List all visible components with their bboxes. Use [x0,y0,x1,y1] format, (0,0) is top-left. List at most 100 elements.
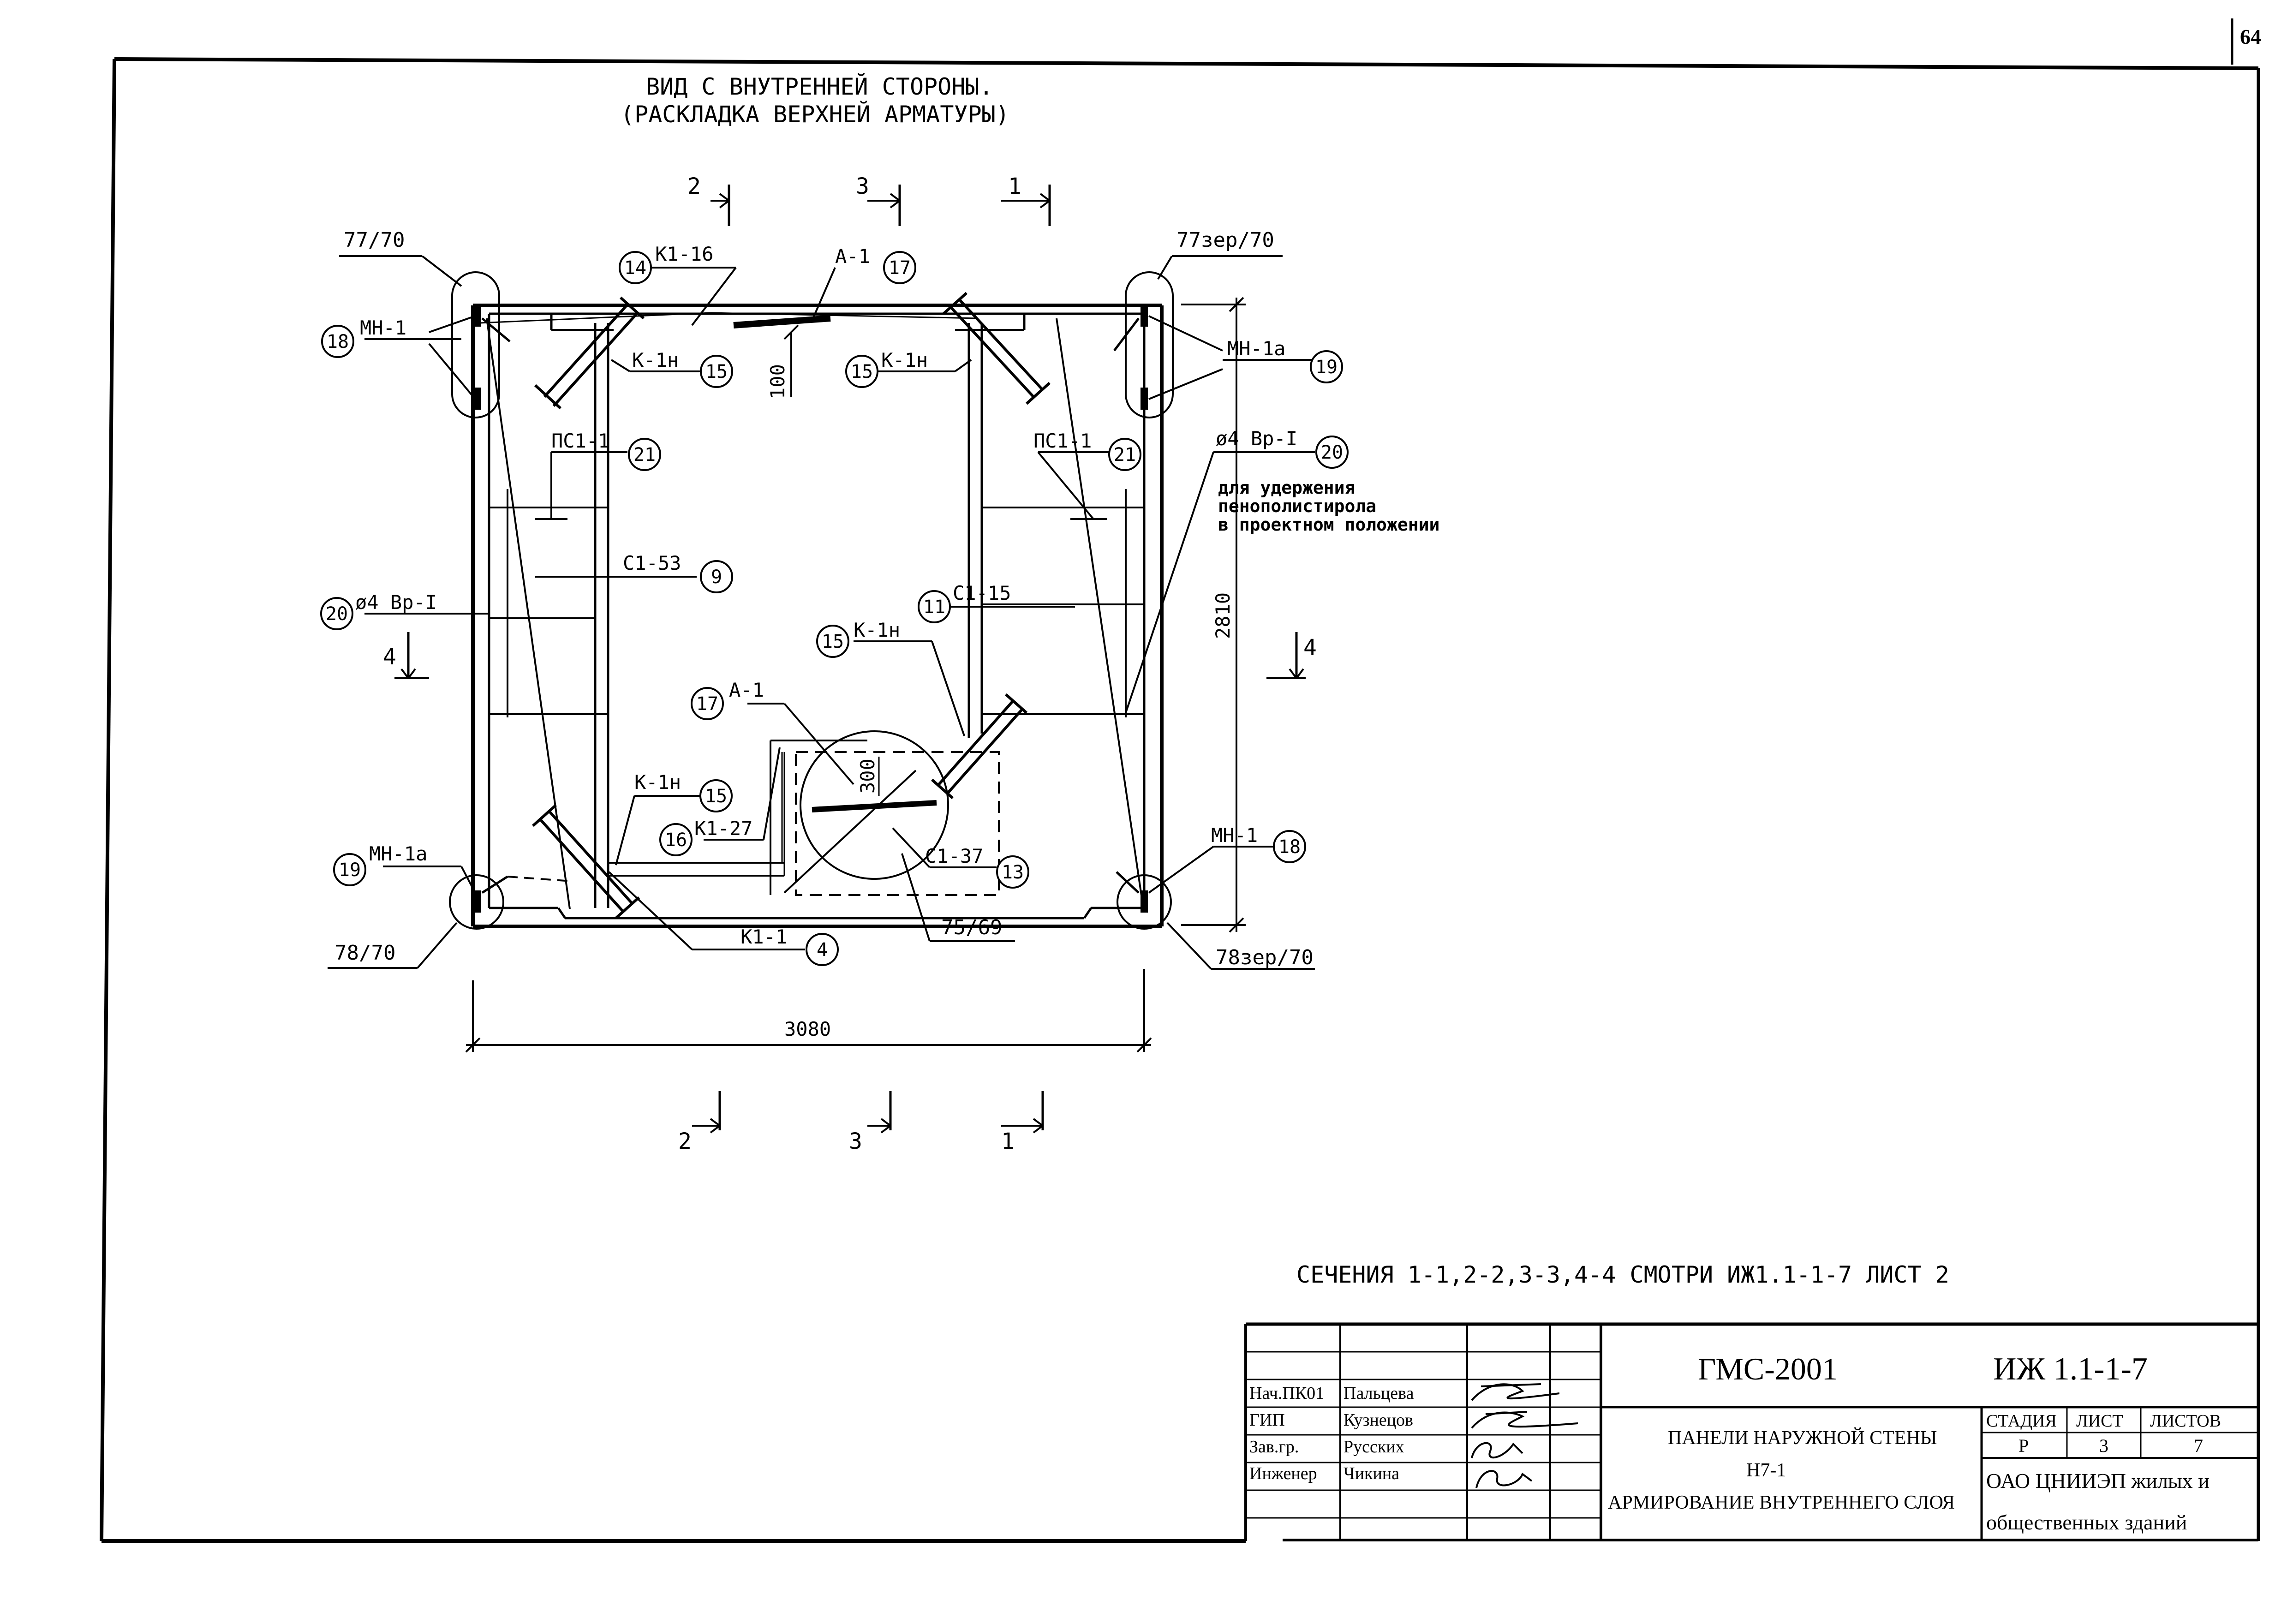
callout-num-c1-15: 11 [923,597,945,618]
corner-label-center: 75/69 [941,916,1002,939]
callout-num-mn1a-bottom-left: 19 [339,860,361,881]
title-name-line1: ПАНЕЛИ НАРУЖНОЙ СТЕНЫ [1668,1427,1937,1449]
section-bottom-1: 1 [1001,1128,1015,1154]
callout-label-c1-53: С1-53 [623,552,681,574]
section-top-2: 2 [687,173,701,199]
panel-outline [471,304,1164,928]
callout-label-ps1-left: ПС1-1 [551,430,609,452]
callout-num-mn1-top-left: 18 [327,331,349,352]
wire-note-line3: в проектном положении [1218,514,1439,535]
callout-num-c1-37: 13 [1002,862,1024,883]
callout-label-k1-16: К1-16 [655,243,713,265]
title-name-line2: Н7-1 [1746,1460,1786,1481]
org-line1: ОАО ЦНИИЭП жилых и [1986,1469,2209,1493]
sheet-value: 3 [2099,1435,2108,1456]
corner-embedded-parts [449,271,1174,930]
callout-label-c1-15: С1-15 [953,582,1011,604]
callout-num-k1n-top-right: 15 [851,361,873,382]
callout-label-c1-37: С1-37 [925,845,983,867]
callout-circles [320,251,1349,966]
dim-height: 2810 [1212,592,1234,639]
callout-label-k1n-top-right: К-1н [881,349,928,371]
sheets-header: ЛИСТОВ [2150,1411,2221,1431]
section-top-1: 1 [1008,173,1021,199]
callout-numbers: 14 17 15 15 18 19 21 21 20 20 9 11 15 17… [326,257,1343,961]
callout-label-a1-top: А-1 [835,245,870,268]
person-name: Чикина [1344,1464,1399,1483]
sheets-value: 7 [2194,1435,2203,1456]
person-role: ГИП [1249,1410,1285,1430]
callout-num-mn1-bottom-right: 18 [1278,836,1301,858]
callout-label-mn1-bottom-right: МН-1 [1211,824,1258,847]
callout-label-mn1a-bottom-left: МН-1а [369,842,427,865]
section-bottom-3: 3 [849,1128,862,1154]
section-side-left-4: 4 [383,644,396,670]
wire-note: для удержения пенополистирола в проектно… [1218,478,1439,535]
dim-opening-offset: 300 [856,758,879,794]
callout-labels: К1-16 А-1 К-1н К-1н МН-1 МН-1а ПС1-1 ПС1… [355,243,1297,948]
callout-label-ps1-right: ПС1-1 [1033,430,1092,452]
callout-num-c1-53: 9 [711,567,722,588]
stage-value: Р [2018,1435,2029,1456]
callout-label-k1n-bottom: К-1н [634,771,681,794]
person-role: Нач.ПК01 [1249,1384,1324,1403]
title-doc-code: ИЖ 1.1-1-7 [1993,1351,2148,1387]
diagonal-wires [479,312,1144,909]
section-bottom-2: 2 [678,1128,692,1154]
callout-num-ps1-left: 21 [633,444,656,466]
section-top-3: 3 [856,173,869,199]
callout-num-k1n-mid: 15 [822,631,844,652]
vertical-frames [507,323,1127,908]
sheet-frame [100,18,2260,1543]
signatures [1471,1383,1578,1488]
section-marks-top [711,185,1051,226]
page-number: 64 [2240,25,2261,48]
org-line2: общественных зданий [1986,1511,2187,1534]
corner-label-bottom-right: 78зер/70 [1216,946,1314,969]
callout-num-a1-mid: 17 [696,693,718,715]
corner-label-bottom-left: 78/70 [334,941,395,965]
corner-label-leaders [328,255,1315,970]
callout-num-a1-top: 17 [889,257,911,279]
callout-num-k1n-top-left: 15 [705,361,728,382]
callout-label-k1n-mid: К-1н [854,619,900,641]
section-marks-bottom [692,1091,1044,1134]
callout-label-k1-27: К1-27 [694,817,752,840]
callout-label-wire-right: ø4 Вр-I [1216,427,1297,450]
opening-area [770,730,1000,896]
callout-label-k1n-top-left: К-1н [632,349,679,371]
person-role: Инженер [1249,1464,1317,1483]
corner-label-top-left: 77/70 [344,228,405,252]
top-bar-a1 [733,315,831,328]
callout-label-a1-mid: А-1 [729,679,764,701]
callout-label-k1-1: К1-1 [740,925,787,948]
person-role: Зав.гр. [1249,1437,1299,1457]
callout-leaders [364,267,1315,950]
dim-top-offset: 100 [766,364,789,399]
person-name: Кузнецов [1344,1410,1413,1430]
dim-width: 3080 [784,1018,831,1040]
title-name-line3: АРМИРОВАНИЕ ВНУТРЕННЕГО СЛОЯ [1608,1492,1955,1513]
corner-label-top-right: 77зер/70 [1176,228,1274,252]
callout-num-k1-16: 14 [624,257,646,279]
callout-num-wire-right: 20 [1321,442,1343,463]
person-name: Русских [1344,1437,1404,1457]
callout-num-k1-27: 16 [665,830,687,851]
callout-num-wire-left: 20 [326,603,348,625]
callout-label-mn1-top-left: МН-1 [360,316,406,339]
drawing-title-line2: (РАСКЛАДКА ВЕРХНЕЙ АРМАТУРЫ) [621,101,1009,128]
stage-header: СТАДИЯ [1986,1411,2057,1431]
title-block [1244,1322,2258,1541]
section-note: СЕЧЕНИЯ 1-1,2-2,3-3,4-4 СМОТРИ ИЖ1.1-1-7… [1296,1261,1949,1288]
callout-num-mn1a-top-right: 19 [1315,357,1338,378]
diagonal-k1n-bars [531,292,1051,919]
callout-num-k1-1: 4 [817,939,828,961]
callout-num-ps1-right: 21 [1114,444,1136,466]
section-side-right-4: 4 [1303,635,1317,661]
callout-num-k1n-bottom: 15 [705,786,727,807]
drawing-title-line1: ВИД С ВНУТРЕННЕЙ СТОРОНЫ. [646,73,993,100]
person-name: Пальцева [1344,1384,1414,1403]
wire-note-line2: пенополистирола [1218,496,1376,516]
callout-label-wire-left: ø4 Вр-I [355,591,437,614]
